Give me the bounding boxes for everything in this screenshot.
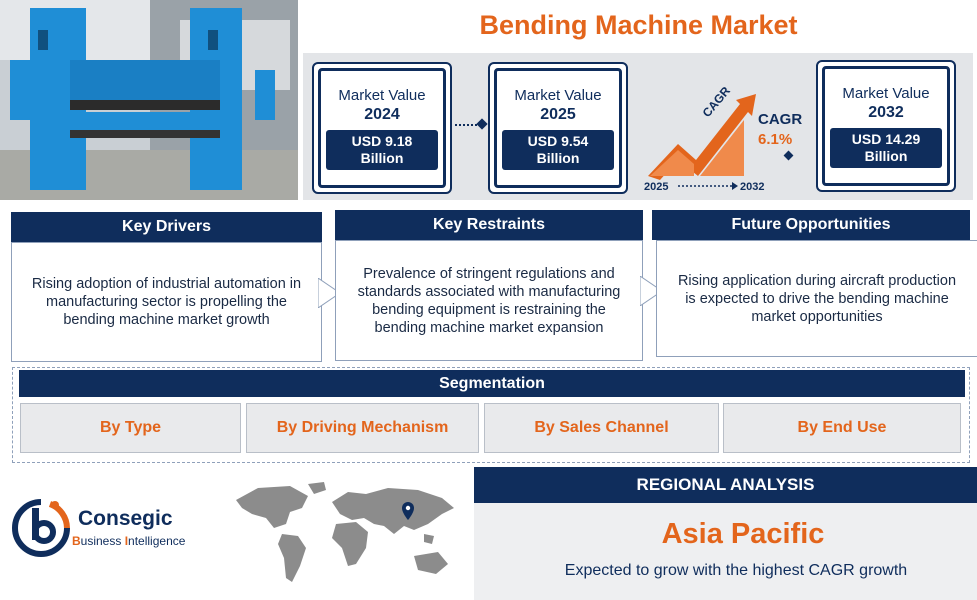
growth-arrow-icon: CAGR 2025 2032: [644, 84, 764, 193]
amount-unit: Billion: [864, 148, 908, 164]
segment-by-end-use: By End Use: [723, 403, 961, 453]
market-value-card-2025: Market Value 2025 USD 9.54 Billion: [488, 62, 628, 194]
amount-unit: Billion: [536, 150, 580, 166]
bending-machine-photo: [0, 0, 298, 200]
amount-line: USD 9.54: [527, 133, 589, 149]
market-value-label: Market Value: [514, 87, 602, 104]
future-opportunities-text: Rising application during aircraft produ…: [656, 240, 977, 357]
market-value-amount: USD 14.29 Billion: [830, 128, 942, 168]
segment-by-driving-mechanism: By Driving Mechanism: [246, 403, 479, 453]
segmentation-heading: Segmentation: [19, 370, 965, 397]
key-restraints-text: Prevalence of stringent regulations and …: [335, 240, 643, 361]
market-value-year: 2024: [364, 106, 400, 123]
page-title: Bending Machine Market: [479, 10, 798, 40]
market-value-label: Market Value: [338, 87, 426, 104]
segment-by-sales-channel: By Sales Channel: [484, 403, 719, 453]
world-map-icon: [236, 482, 454, 582]
regional-analysis-heading: REGIONAL ANALYSIS: [474, 467, 977, 503]
key-drivers-heading: Key Drivers: [11, 212, 322, 242]
chevron-right-icon: [318, 278, 341, 308]
cagr-arrow-text: CAGR: [700, 84, 734, 120]
market-value-year: 2025: [540, 106, 576, 123]
segmentation-frame: [12, 367, 970, 463]
amount-line: USD 14.29: [851, 131, 921, 147]
consegic-logo-icon: [12, 499, 70, 557]
cagr-label: CAGR: [758, 111, 803, 128]
cagr-value: 6.1%: [758, 131, 793, 148]
market-value-amount: USD 9.54 Billion: [502, 130, 614, 170]
market-value-year: 2032: [868, 104, 904, 121]
cagr-start-year: 2025: [644, 181, 668, 193]
amount-line: USD 9.18: [351, 133, 413, 149]
region-description: Expected to grow with the highest CAGR g…: [564, 562, 908, 579]
market-value-card-2032: Market Value 2032 USD 14.29 Billion: [816, 60, 956, 192]
cagr-end-year: 2032: [740, 181, 764, 193]
location-pin-icon: [402, 502, 414, 520]
brand-subtitle: Business Intelligence: [72, 534, 186, 548]
market-value-label: Market Value: [842, 85, 930, 102]
chevron-right-icon: [640, 276, 663, 306]
future-opportunities-heading: Future Opportunities: [652, 210, 970, 240]
region-name: Asia Pacific: [661, 518, 825, 550]
market-value-amount: USD 9.18 Billion: [326, 130, 438, 170]
key-restraints-heading: Key Restraints: [335, 210, 643, 240]
brand-name: Consegic: [78, 507, 173, 530]
amount-unit: Billion: [360, 150, 404, 166]
market-value-card-2024: Market Value 2024 USD 9.18 Billion: [312, 62, 452, 194]
connector-line: [455, 124, 485, 126]
segment-by-type: By Type: [20, 403, 241, 453]
key-drivers-text: Rising adoption of industrial automation…: [11, 242, 322, 362]
